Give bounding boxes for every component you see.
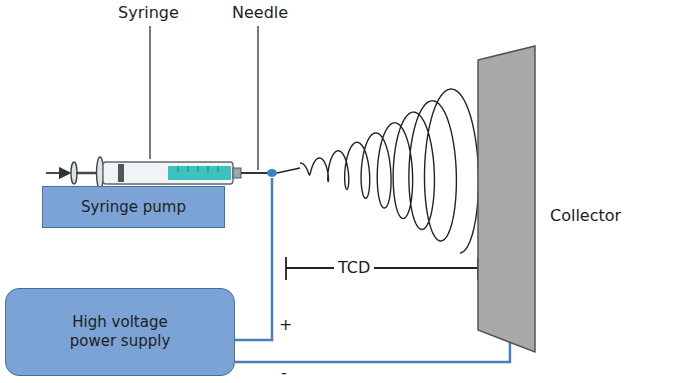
leader-line xyxy=(149,26,150,159)
barrel-scale xyxy=(178,166,218,172)
leader-line xyxy=(257,26,258,170)
collector-plate: Collector xyxy=(478,46,535,352)
syringe-barrel xyxy=(103,162,233,184)
taylor-cone xyxy=(267,169,277,177)
polymer-solution xyxy=(168,166,231,180)
node-text: Syringe pump xyxy=(81,198,186,217)
polarity-sign: - xyxy=(281,366,287,380)
polarity-sign: + xyxy=(279,316,292,333)
power-supply-box: High voltage power supply xyxy=(5,288,235,376)
collector-outline xyxy=(478,46,535,352)
distance-bracket xyxy=(286,257,478,280)
dimension-label: TCD xyxy=(334,259,374,276)
node-text: High voltage power supply xyxy=(50,313,190,351)
part-label: Syringe xyxy=(118,4,179,21)
whipping-jet xyxy=(300,89,479,253)
needle-hub xyxy=(233,168,241,178)
push-arrow xyxy=(46,172,70,174)
pump-box: Syringe pump xyxy=(42,186,225,228)
node-text: Collector xyxy=(550,206,621,225)
straight-jet xyxy=(277,168,300,173)
part-label: Needle xyxy=(232,4,288,21)
plunger-stopper xyxy=(118,164,124,182)
collector-plate-shape xyxy=(478,46,535,352)
needle xyxy=(241,172,268,174)
positive-wire xyxy=(235,178,272,340)
negative-wire xyxy=(235,342,510,362)
